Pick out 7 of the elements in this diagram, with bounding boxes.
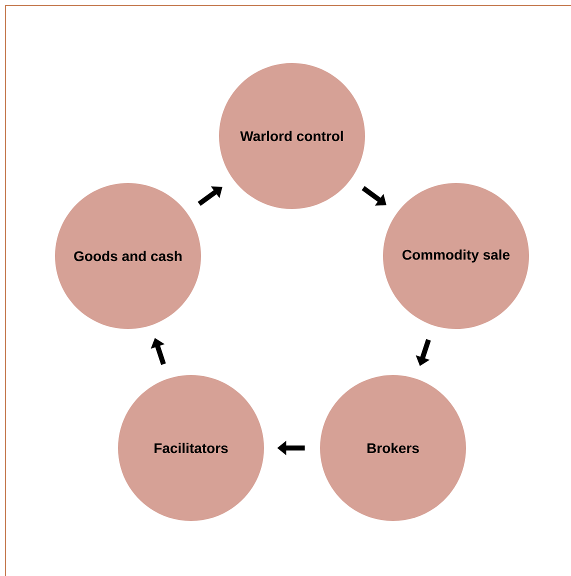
arrow — [198, 186, 222, 206]
circle-node: Commodity sale — [383, 183, 529, 329]
arrow — [362, 186, 386, 206]
circle-node: Facilitators — [118, 375, 264, 521]
circle-node: Brokers — [320, 375, 466, 521]
circle-node: Warlord control — [219, 63, 365, 209]
circle-node: Goods and cash — [55, 183, 201, 329]
